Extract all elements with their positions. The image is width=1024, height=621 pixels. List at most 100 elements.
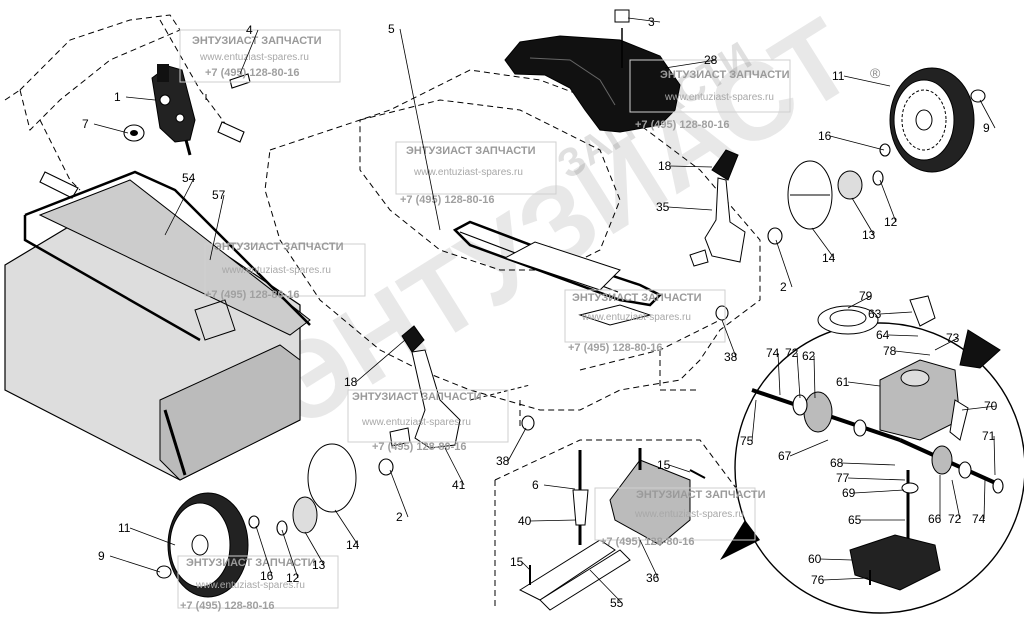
callout-number: 55 bbox=[610, 596, 624, 610]
callout-2: 2 bbox=[389, 469, 409, 524]
callout-leader-line bbox=[639, 539, 659, 579]
callout-leader-line bbox=[239, 29, 259, 75]
callout-number: 71 bbox=[982, 429, 996, 443]
watermark-url-3: www.entuziast-spares.ru bbox=[221, 265, 331, 276]
callout-leader-line bbox=[304, 531, 325, 566]
grass-catcher-bag bbox=[4, 170, 311, 481]
callout-leader-line bbox=[507, 427, 527, 462]
callout-number: 79 bbox=[859, 289, 873, 303]
callout-61: 61 bbox=[836, 375, 881, 389]
callout-12: 12 bbox=[879, 179, 898, 229]
callout-leader-line bbox=[993, 435, 996, 476]
callout-number: 16 bbox=[818, 129, 832, 143]
watermark-url-6: www.entuziast-spares.ru bbox=[634, 509, 744, 520]
watermark-block-5: ЭНТУЗИАСТ ЗАПЧАСТИ www.entuziast-spares.… bbox=[347, 389, 509, 453]
watermark-company-6: ЭНТУЗИАСТ ЗАПЧАСТИ bbox=[636, 489, 766, 501]
callout-leader-line bbox=[444, 447, 465, 486]
callout-number: 4 bbox=[246, 23, 253, 37]
watermark-url-7: www.entuziast-spares.ru bbox=[195, 580, 305, 591]
callout-leader-line bbox=[879, 311, 913, 315]
callout-number: 13 bbox=[312, 558, 326, 572]
callout-leader-line bbox=[841, 462, 896, 466]
watermark-block-4: ЭНТУЗИАСТ ЗАПЧАСТИ www.entuziast-spares.… bbox=[564, 289, 726, 354]
callout-74: 74 bbox=[972, 479, 986, 526]
callout-number: 72 bbox=[948, 512, 962, 526]
callout-35: 35 bbox=[656, 200, 713, 214]
callout-leader-line bbox=[529, 519, 577, 522]
callout-leader-line bbox=[543, 484, 576, 490]
callout-40: 40 bbox=[518, 514, 577, 528]
callout-78: 78 bbox=[883, 344, 931, 358]
watermark-company-5: ЭНТУЗИАСТ ЗАПЧАСТИ bbox=[352, 391, 482, 403]
callout-leader-line bbox=[355, 339, 406, 383]
callout-leader-line bbox=[109, 555, 161, 573]
callout-leader-line bbox=[961, 405, 997, 411]
callout-leader-line bbox=[847, 477, 906, 481]
callout-38: 38 bbox=[721, 319, 738, 364]
callout-leader-line bbox=[129, 527, 176, 546]
callout-36: 36 bbox=[639, 539, 660, 585]
callout-1: 1 bbox=[114, 90, 156, 104]
callout-leader-line bbox=[789, 439, 829, 457]
watermark-company-4: ЭНТУЗИАСТ ЗАПЧАСТИ bbox=[572, 292, 702, 304]
callout-number: 77 bbox=[836, 471, 850, 485]
callout-leader-line bbox=[811, 227, 835, 259]
callout-leader-line bbox=[843, 75, 891, 87]
callout-74: 74 bbox=[766, 346, 781, 396]
callout-12: 12 bbox=[281, 529, 300, 585]
callout-7: 7 bbox=[82, 117, 129, 134]
callout-number: 75 bbox=[740, 434, 754, 448]
watermark-company-7: ЭНТУЗИАСТ ЗАПЧАСТИ bbox=[186, 557, 316, 569]
callout-number: 65 bbox=[848, 513, 862, 527]
callout-leader-line bbox=[822, 577, 869, 581]
callout-number: 9 bbox=[983, 121, 990, 135]
callout-leader-line bbox=[979, 99, 996, 129]
watermark-phone-1: +7 (495) 128-80-16 bbox=[205, 67, 299, 79]
callout-3: 3 bbox=[627, 15, 661, 29]
rear-wheel-right bbox=[715, 67, 986, 321]
callout-leader-line bbox=[281, 529, 299, 579]
callout-leader-line bbox=[853, 489, 905, 494]
callout-number: 36 bbox=[646, 571, 660, 585]
callout-leader-line bbox=[721, 319, 737, 358]
watermark-block-6: ЭНТУЗИАСТ ЗАПЧАСТИ www.entuziast-spares.… bbox=[594, 487, 766, 548]
callout-number: 38 bbox=[724, 350, 738, 364]
callout-leader-line bbox=[669, 165, 713, 168]
callout-number: 6 bbox=[532, 478, 539, 492]
watermark-phone-6: +7 (495) 128-80-16 bbox=[600, 536, 694, 548]
callout-leader-line bbox=[777, 352, 781, 396]
callout-leader-line bbox=[255, 525, 273, 577]
callout-leader-line bbox=[589, 569, 623, 604]
watermark-url-1: www.entuziast-spares.ru bbox=[199, 52, 309, 63]
callout-number: 11 bbox=[118, 521, 131, 535]
callout-69: 69 bbox=[842, 486, 905, 500]
callout-number: 9 bbox=[98, 549, 105, 563]
callout-16: 16 bbox=[818, 129, 885, 151]
watermark-company-2: ЭНТУЗИАСТ ЗАПЧАСТИ bbox=[406, 145, 536, 157]
watermark-url-4: www.entuziast-spares.ru bbox=[581, 312, 691, 323]
callout-57: 57 bbox=[209, 188, 226, 261]
callout-leader-line bbox=[668, 464, 691, 473]
callout-leader-line bbox=[819, 558, 853, 561]
callout-number: 35 bbox=[656, 200, 670, 214]
callout-41: 41 bbox=[444, 447, 466, 492]
callout-65: 65 bbox=[848, 513, 905, 527]
callout-leader-line bbox=[879, 179, 897, 223]
callout-13: 13 bbox=[851, 197, 876, 242]
registered-mark: ® bbox=[870, 65, 881, 81]
callout-66: 66 bbox=[928, 475, 942, 526]
callout-55: 55 bbox=[589, 569, 624, 610]
callout-5: 5 bbox=[388, 22, 441, 231]
callout-14: 14 bbox=[811, 227, 836, 265]
callout-77: 77 bbox=[836, 471, 906, 485]
watermark-url-2: www.entuziast-spares.ru bbox=[413, 167, 523, 178]
callout-number: 69 bbox=[842, 486, 856, 500]
callout-number: 63 bbox=[868, 307, 882, 321]
callout-11: 11 bbox=[118, 521, 176, 546]
callout-leader-line bbox=[209, 194, 225, 261]
callout-number: 72 bbox=[785, 346, 799, 360]
callout-75: 75 bbox=[740, 399, 757, 448]
